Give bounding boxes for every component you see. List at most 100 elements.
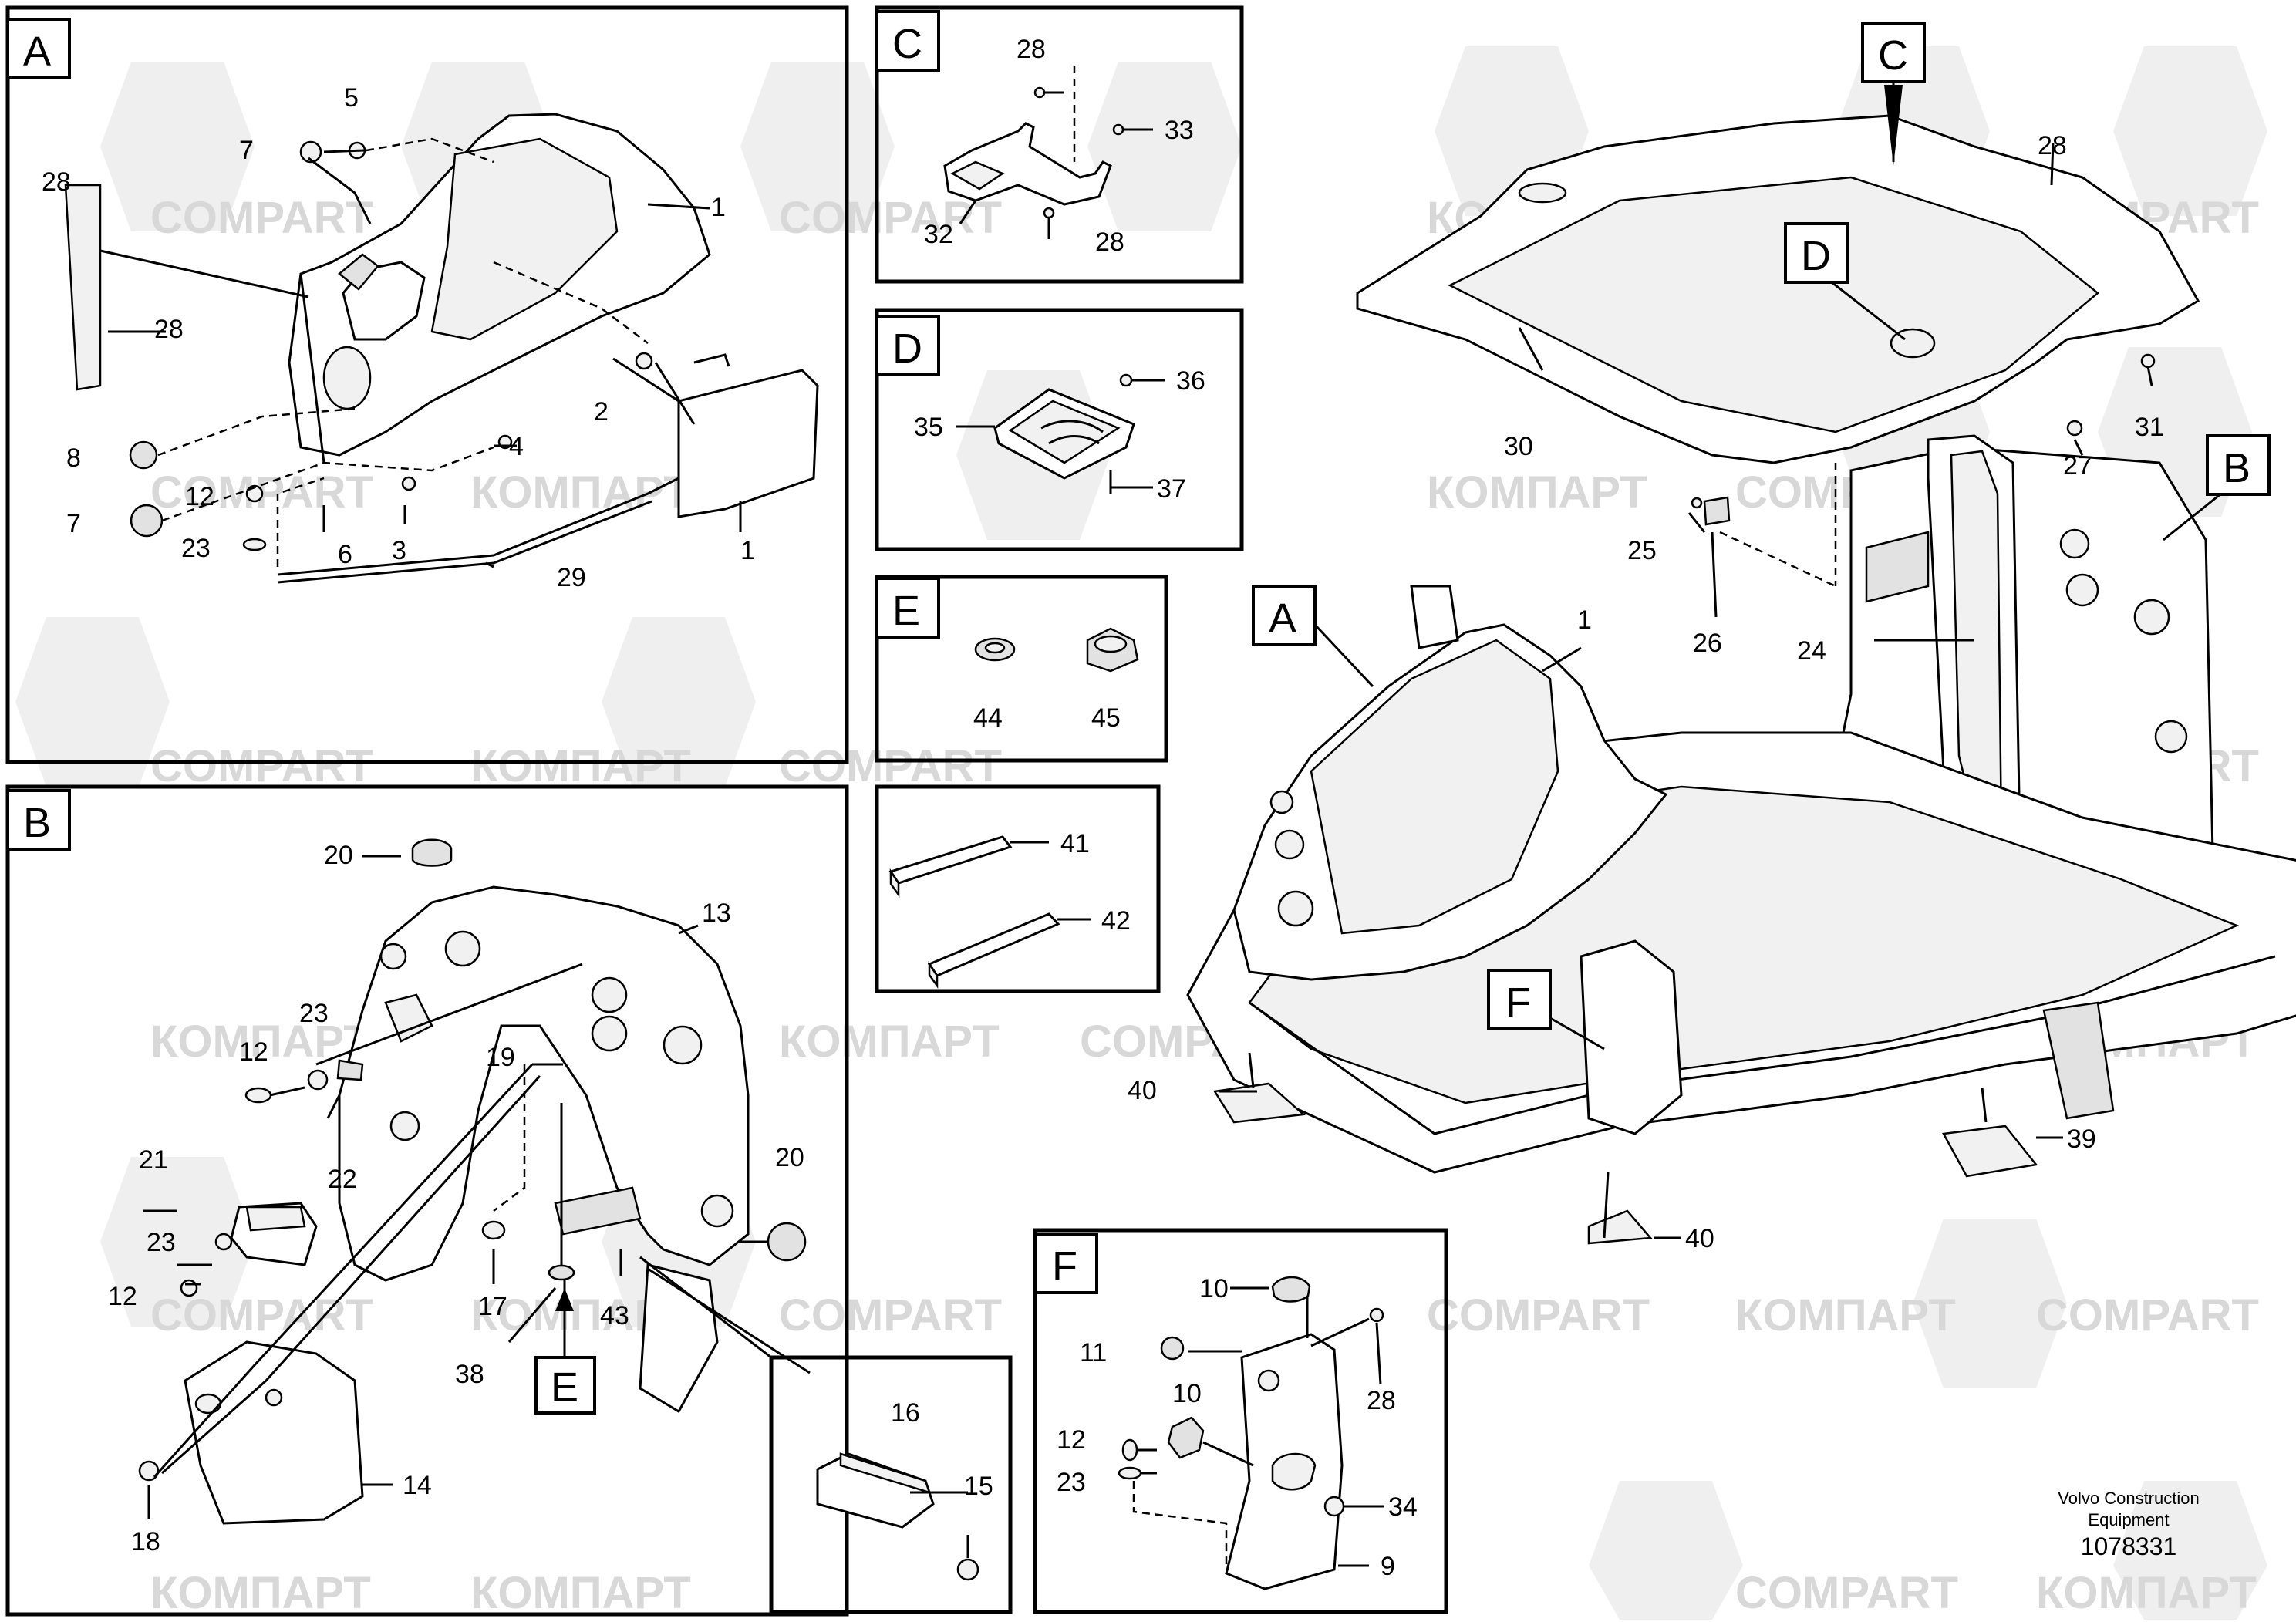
panel-d-frame: [875, 308, 1244, 551]
watermark-text: КОМПАРТ: [1735, 1290, 1956, 1340]
main-assembly: C D A B F: [1128, 22, 2296, 1253]
label-4: 4: [509, 432, 524, 461]
panel-f-letter: F: [1052, 1243, 1077, 1290]
panel-f-fasteners: [1118, 1276, 1384, 1517]
side-cover-a: [677, 353, 819, 518]
plug-45: [1086, 627, 1139, 673]
label-28: 28: [1017, 35, 1046, 64]
panel-c-leaders: [959, 66, 1153, 239]
roof-panel-30: [1356, 114, 2200, 464]
panel-f-frame: [1033, 1228, 1448, 1614]
panel-e: E 44 45: [875, 575, 1168, 763]
label-40: 40: [1685, 1224, 1714, 1253]
panel-f-labels: 10 11 28 10 12 23 34 9: [1057, 1274, 1418, 1581]
panel-a-letter: A: [23, 29, 51, 75]
label-12: 12: [1057, 1425, 1086, 1455]
label-28: 28: [42, 167, 71, 197]
side-panel-f-main: [1580, 939, 1683, 1135]
footer-block: Volvo Construction Equipment 1078331: [2058, 1489, 2199, 1560]
panel-b-letter: B: [23, 800, 51, 846]
dashboard-console-b: [338, 885, 750, 1282]
label-12: 12: [108, 1282, 137, 1311]
label-18: 18: [131, 1527, 160, 1556]
panel-c-frame: [875, 5, 1244, 284]
panel-a-frame: [5, 5, 849, 764]
label-39: 39: [2067, 1125, 2096, 1154]
label-19: 19: [486, 1043, 515, 1072]
dashboard-shell-a: [288, 113, 711, 464]
panel-e-labels: 44 45: [973, 703, 1121, 733]
label-29: 29: [557, 563, 586, 592]
panel-d-leaders: [956, 373, 1165, 494]
panel-b-leaders: [147, 855, 767, 1519]
main-fasteners: [1691, 353, 2156, 526]
panel-c-tag: [875, 10, 940, 72]
label-14: 14: [403, 1471, 432, 1500]
label-16: 16: [891, 1398, 920, 1428]
main-leaders: [1219, 142, 2153, 1239]
b-hinge-inset: [639, 1256, 1013, 1614]
label-5: 5: [344, 83, 359, 113]
label-32: 32: [924, 220, 953, 249]
label-15: 15: [964, 1472, 993, 1501]
panel-b: B: [5, 784, 1013, 1617]
watermark-text: КОМПАРТ: [1427, 467, 1647, 518]
label-38: 38: [455, 1360, 484, 1389]
watermark-text: COMPART: [2036, 1290, 2259, 1340]
panel-b-tag: [6, 789, 71, 851]
label-10: 10: [1199, 1274, 1229, 1303]
label-2: 2: [594, 397, 609, 427]
watermark-text: КОМПАРТ: [2036, 1568, 2257, 1618]
footer-company-line2: Equipment: [2088, 1510, 2169, 1529]
bracket-32: [943, 122, 1112, 206]
label-3: 3: [392, 536, 406, 565]
footer-company-line1: Volvo Construction: [2058, 1489, 2199, 1508]
panel-a-leaders: [99, 137, 742, 568]
label-22: 22: [328, 1165, 357, 1194]
label-10: 10: [1172, 1379, 1202, 1408]
panel-f-tag: [1033, 1233, 1098, 1294]
side-panel-9: [1225, 1333, 1344, 1590]
label-9: 9: [1381, 1552, 1395, 1581]
dash-shell-main: [1232, 585, 1668, 981]
label-27: 27: [2063, 451, 2092, 481]
label-21: 21: [139, 1145, 168, 1175]
label-43: 43: [600, 1301, 629, 1330]
watermark-text: COMPART: [1735, 1568, 1958, 1618]
panel-a-tag: [6, 18, 71, 79]
label-20: 20: [324, 841, 353, 870]
label-12: 12: [239, 1037, 268, 1067]
watermark-text: COMPART: [1427, 1290, 1650, 1340]
label-31: 31: [2135, 413, 2164, 442]
label-30: 30: [1504, 432, 1533, 461]
main-tag-f-letter: F: [1505, 980, 1531, 1026]
speaker-cover-35: [993, 388, 1135, 480]
label-26: 26: [1693, 629, 1722, 658]
panel-d-tag: [875, 315, 940, 376]
label-42: 42: [1101, 906, 1131, 936]
label-11: 11: [1080, 1338, 1107, 1367]
b-vent-21: [230, 1202, 318, 1266]
label-20: 20: [775, 1143, 804, 1172]
label-44: 44: [973, 703, 1003, 733]
label-40: 40: [1128, 1076, 1157, 1105]
watermark-text: COMPART: [150, 741, 373, 791]
e-tag-pointer: E: [534, 1280, 596, 1415]
label-13: 13: [702, 899, 731, 928]
label-23: 23: [181, 534, 211, 563]
panel-e-letter: E: [892, 588, 920, 634]
footer-doc-number: 1078331: [2081, 1533, 2177, 1560]
watermark-text: КОМПАРТ: [470, 741, 691, 791]
main-tag-b: B: [2163, 434, 2271, 541]
label-37: 37: [1157, 474, 1186, 504]
panel-a-strip-28: [64, 184, 102, 391]
main-tags: C D A B F: [1252, 22, 2271, 1050]
b-knob-20a: [411, 838, 453, 867]
label-17: 17: [478, 1292, 507, 1321]
label-7: 7: [66, 509, 81, 538]
label-23: 23: [299, 999, 329, 1028]
panel-c: C 28 33 32 28: [875, 5, 1244, 284]
watermark-text: КОМПАРТ: [150, 1568, 371, 1618]
label-23: 23: [1057, 1468, 1086, 1497]
main-tag-f: F: [1487, 969, 1605, 1050]
